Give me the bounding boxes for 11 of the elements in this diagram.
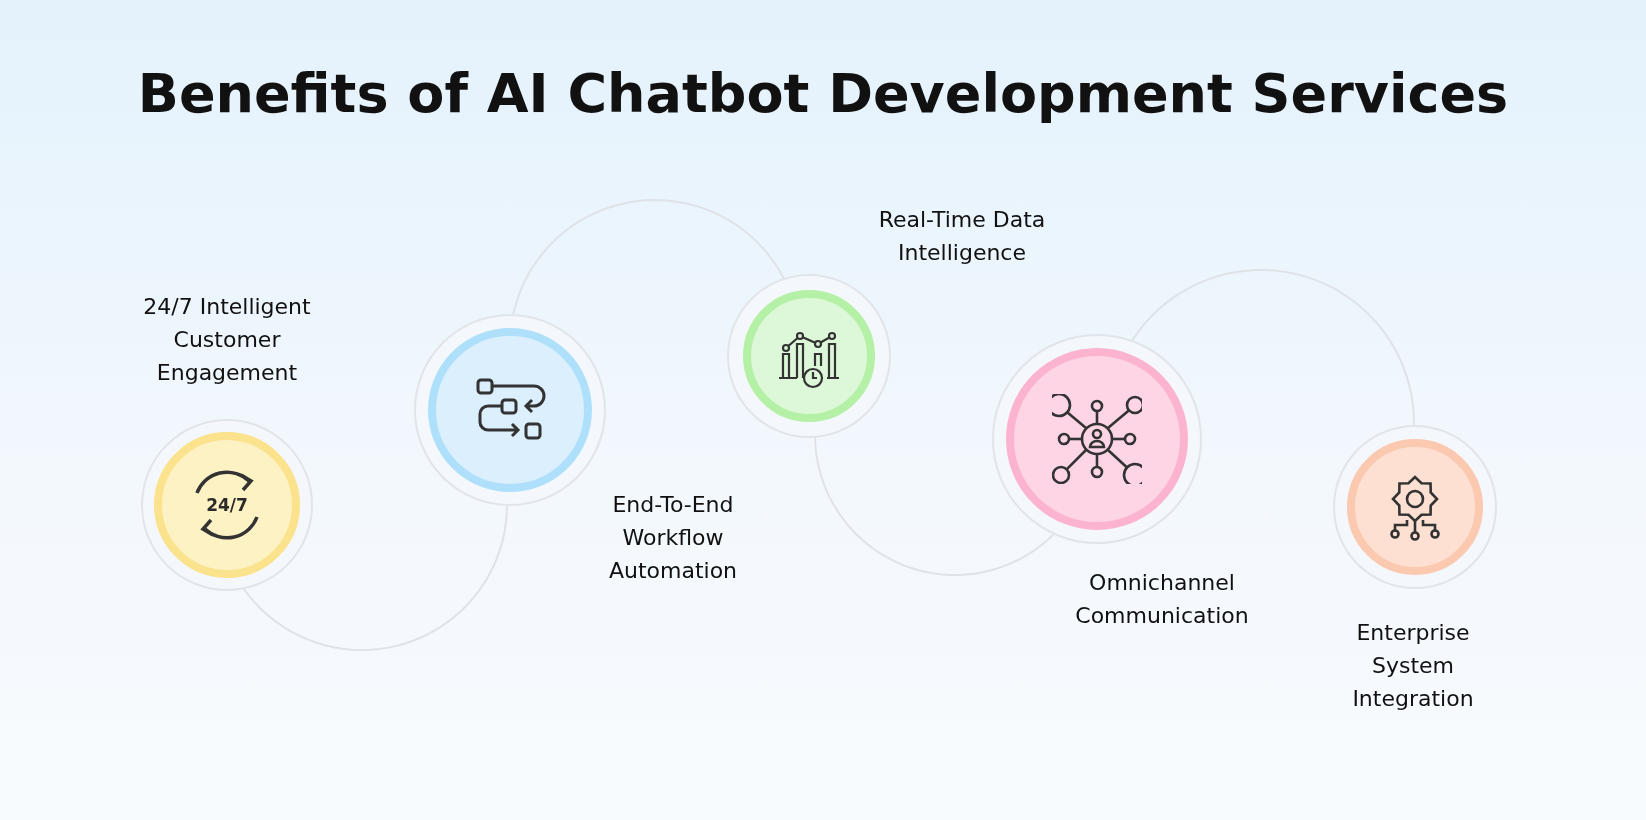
benefit-label: Omnichannel Communication xyxy=(1074,569,1250,630)
connector-arc xyxy=(243,504,508,651)
connector-arc xyxy=(512,199,785,316)
benefit-label: Enterprise System Integration xyxy=(1351,619,1475,713)
benefit-label: Real-Time Data Intelligence xyxy=(877,206,1047,267)
benefit-label: 24/7 Intelligent Customer Engagement xyxy=(142,293,312,387)
benefit-label: End-To-End Workflow Automation xyxy=(607,491,739,585)
connector-arc xyxy=(1131,269,1415,426)
title: Benefits of AI Chatbot Development Services xyxy=(137,62,1509,125)
icon-text: 24/7 xyxy=(206,495,248,515)
connector-arc xyxy=(814,436,1055,576)
